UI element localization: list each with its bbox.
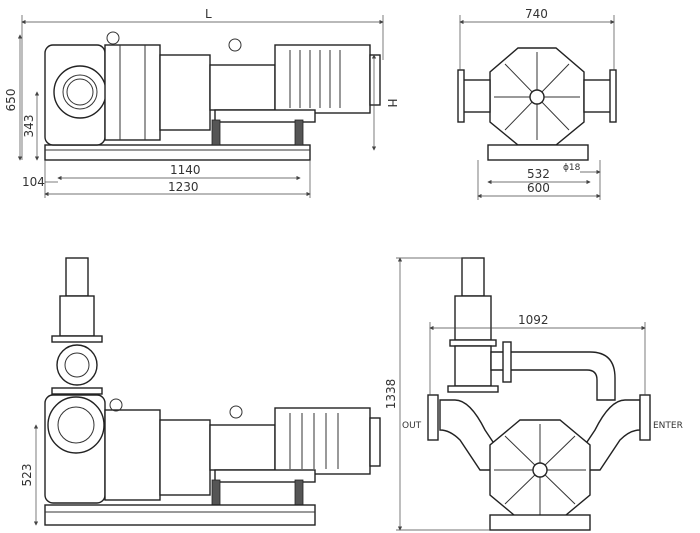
- base-frame: [489, 514, 591, 531]
- dim-532: 532: [527, 167, 550, 181]
- pump-flange: [53, 65, 107, 119]
- motor: [274, 407, 371, 475]
- inlet-label: ENTER: [653, 421, 683, 431]
- dim-1230: 1230: [168, 180, 199, 194]
- reducer: [159, 54, 211, 131]
- dim-1140: 1140: [170, 163, 201, 177]
- outlet-label: OUT: [402, 421, 422, 431]
- side-view-piping: 1338 1092 OUT ENTER: [384, 257, 683, 531]
- base-frame: [487, 144, 589, 161]
- dim-h: H: [385, 98, 399, 107]
- dim-523: 523: [20, 464, 34, 487]
- dim-104: 104: [22, 175, 45, 189]
- side-view: 740 ϕ18 532 600: [457, 7, 617, 200]
- outlet-pipe: [439, 399, 496, 471]
- gearbox: [209, 64, 276, 111]
- dim-hole: ϕ18: [563, 163, 581, 173]
- dim-1338: 1338: [384, 379, 398, 410]
- inlet-pipe: [584, 399, 641, 471]
- relief-valve: [65, 257, 89, 297]
- dim-length: L: [205, 7, 212, 21]
- lifting-eye: [106, 31, 120, 45]
- motor: [274, 44, 371, 114]
- dim-740: 740: [525, 7, 548, 21]
- front-view-valve: 523: [20, 257, 381, 526]
- pipe-elbow: [490, 351, 616, 401]
- front-view: L 650 343 H 1140 104 1230: [4, 7, 399, 198]
- dim-600: 600: [527, 181, 550, 195]
- dim-343: 343: [22, 115, 36, 138]
- dim-1092: 1092: [518, 313, 549, 327]
- dim-650: 650: [4, 89, 18, 112]
- base-frame: [44, 144, 311, 161]
- gear-housing: [104, 44, 161, 141]
- base-frame: [44, 504, 316, 526]
